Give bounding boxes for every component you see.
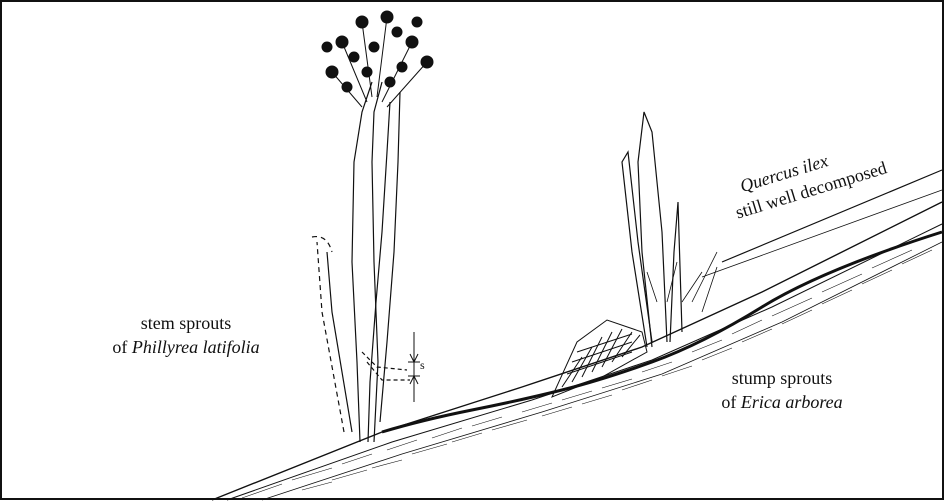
phillyrea-species-name: Phillyrea latifolia xyxy=(132,337,260,357)
erica-species-name: Erica arborea xyxy=(741,392,843,412)
erica-label-prefix: of xyxy=(721,392,741,412)
erica-label-line1: stump sprouts xyxy=(682,366,882,390)
phillyrea-stems xyxy=(312,82,420,442)
quercus-stump xyxy=(552,320,647,397)
ground-slope xyxy=(212,170,942,500)
phillyrea-label-line2: of Phillyrea latifolia xyxy=(86,335,286,359)
erica-sprouts xyxy=(622,112,717,347)
dimension-mark-s: s xyxy=(420,358,425,372)
erica-label: stump sprouts of Erica arborea xyxy=(682,366,882,414)
phillyrea-label-prefix: of xyxy=(112,337,132,357)
phillyrea-label: stem sprouts of Phillyrea latifolia xyxy=(86,311,286,359)
phillyrea-crown xyxy=(322,11,433,107)
phillyrea-label-line1: stem sprouts xyxy=(86,311,286,335)
erica-label-line2: of Erica arborea xyxy=(682,390,882,414)
